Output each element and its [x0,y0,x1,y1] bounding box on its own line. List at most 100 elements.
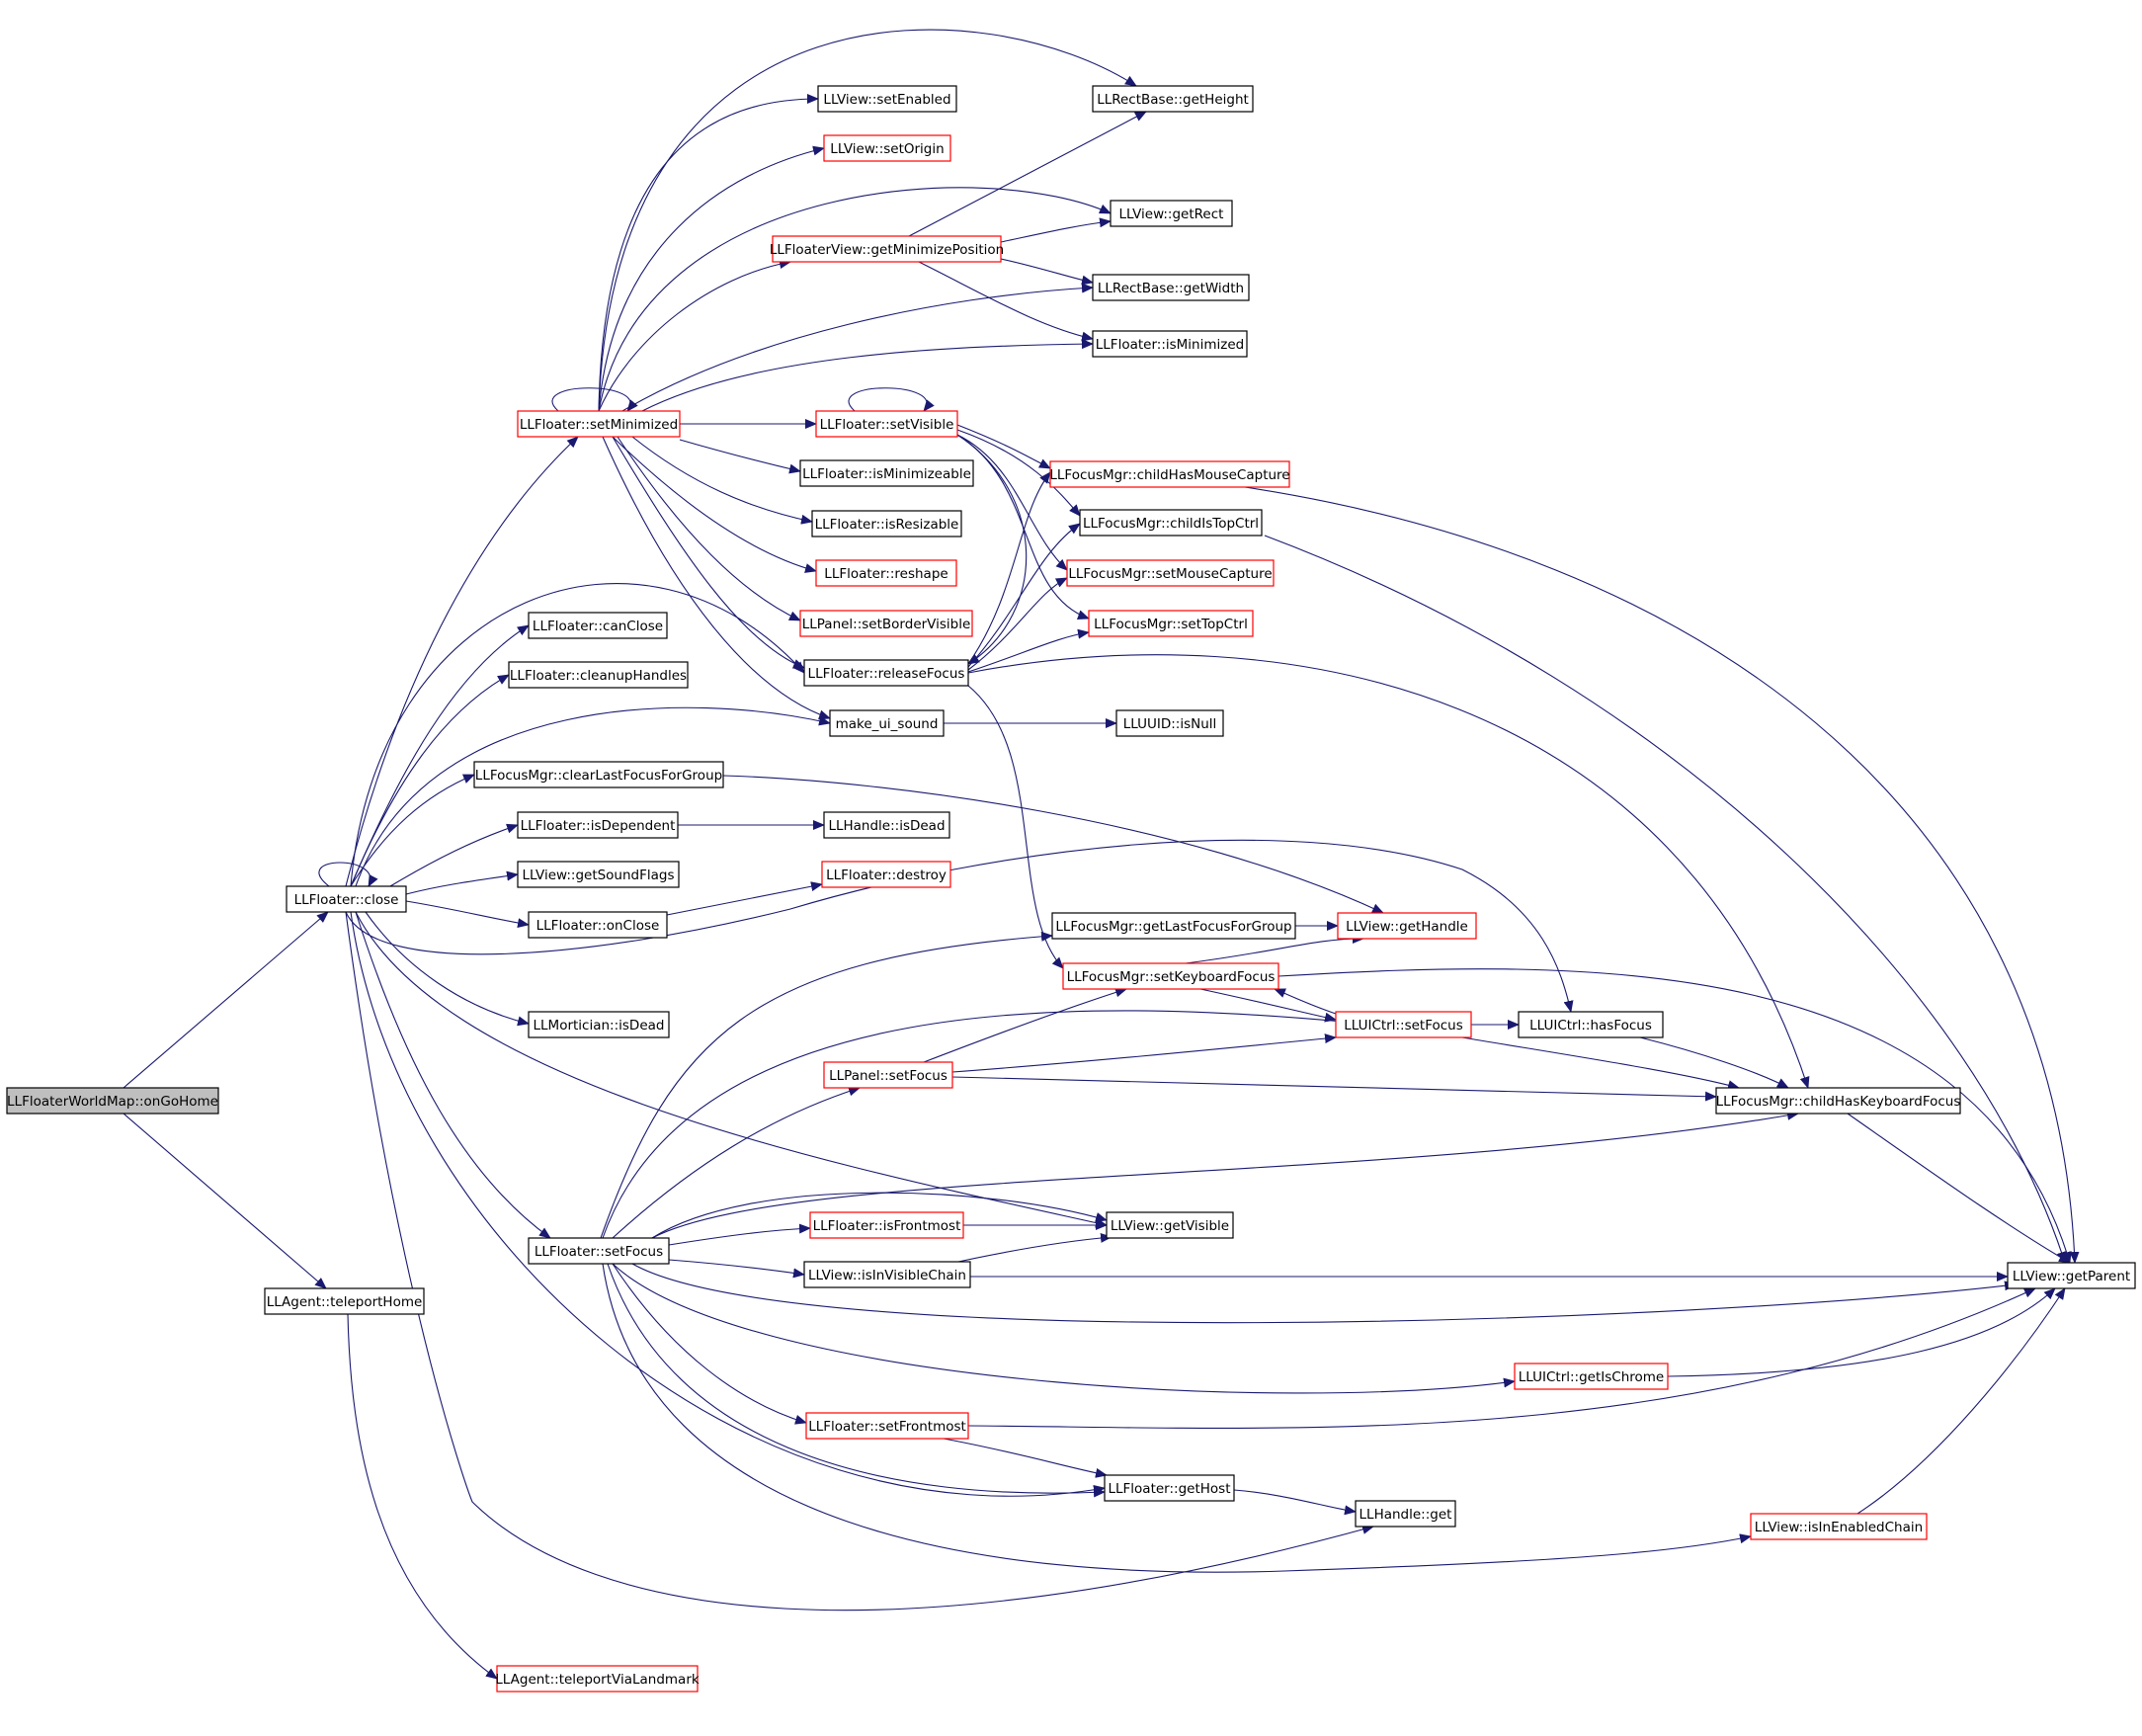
node-uiCtrlSetFocus[interactable]: LLUICtrl::setFocus [1335,1011,1472,1038]
edge-line [923,987,1127,1063]
node-teleportViaLandmark[interactable]: LLAgent::teleportViaLandmark [495,1665,700,1693]
node-makeUiSound[interactable]: make_ui_sound [829,709,945,737]
edge-floaterSetFocus-isInEnabledChain [602,1263,1752,1573]
edge-line [951,1033,1337,1073]
node-isMinimizeable[interactable]: LLFloater::isMinimizeable [799,459,974,487]
node-morticianIsDead[interactable]: LLMortician::isDead [528,1011,670,1038]
node-canClose[interactable]: LLFloater::canClose [528,612,668,639]
node-close[interactable]: LLFloater::close [286,885,407,913]
edge-childIsTopCtrl-getParent [1264,535,2067,1264]
edge-teleportHome-teleportViaLandmark [347,1313,498,1680]
edge-line [951,1076,1717,1102]
node-uuidIsNull[interactable]: LLUUID::isNull [1115,709,1224,737]
edge-line [956,434,1068,571]
edge-line [651,1192,1108,1239]
edge-line [1264,535,2067,1264]
edge-line [967,685,1064,969]
edge-line [350,774,475,887]
node-setBorderVisible[interactable]: LLPanel::setBorderVisible [799,610,973,637]
node-setMouseCapture[interactable]: LLFocusMgr::setMouseCapture [1066,559,1275,587]
node-box [528,612,668,639]
node-label: LLRectBase::getWidth [1098,281,1244,296]
node-onGoHome[interactable]: LLFloaterWorldMap::onGoHome [6,1087,219,1115]
node-setKeyboardFocus[interactable]: LLFocusMgr::setKeyboardFocus [1062,962,1279,990]
edge-line [598,259,791,412]
node-childHasMouseCapture[interactable]: LLFocusMgr::childHasMouseCapture [1049,460,1290,488]
node-setEnabled[interactable]: LLView::setEnabled [817,85,957,113]
node-destroy[interactable]: LLFloater::destroy [821,861,951,888]
node-getRect[interactable]: LLView::getRect [1110,200,1233,227]
node-setTopCtrl[interactable]: LLFocusMgr::setTopCtrl [1088,610,1254,637]
node-label: LLFocusMgr::childHasMouseCapture [1049,467,1289,483]
node-setMinimized[interactable]: LLFloater::setMinimized [517,410,681,438]
edge-line [1000,217,1112,243]
edge-line [967,523,1081,668]
edge-setFrontmost-getParent [967,1287,2036,1430]
node-getMinimizePosition[interactable]: LLFloaterView::getMinimizePosition [770,235,1004,263]
edge-releaseFocus-setMouseCapture [967,577,1068,671]
node-isInVisibleChain[interactable]: LLView::isInVisibleChain [803,1261,971,1288]
node-setOrigin[interactable]: LLView::setOrigin [823,134,951,162]
node-label: LLFloater::close [294,892,399,908]
node-getParent[interactable]: LLView::getParent [2007,1262,2136,1289]
node-isInEnabledChain[interactable]: LLView::isInEnabledChain [1750,1513,1928,1540]
edge-close-getHost [350,911,1106,1497]
node-panelSetFocus[interactable]: LLPanel::setFocus [823,1061,953,1089]
node-setVisible[interactable]: LLFloater::setVisible [815,410,958,438]
node-teleportHome[interactable]: LLAgent::teleportHome [264,1287,425,1315]
edge-panelSetFocus-uiCtrlSetFocus [951,1033,1337,1073]
node-cleanupHandles[interactable]: LLFloater::cleanupHandles [508,661,689,689]
node-reshape[interactable]: LLFloater::reshape [815,559,957,587]
node-handleGet[interactable]: LLHandle::get [1355,1500,1456,1528]
node-clearLastFocusForGroup[interactable]: LLFocusMgr::clearLastFocusForGroup [473,761,724,788]
node-isMinimized[interactable]: LLFloater::isMinimized [1092,330,1248,358]
node-label: LLView::isInEnabledChain [1755,1520,1923,1535]
node-setFrontmost[interactable]: LLFloater::setFrontmost [805,1412,969,1440]
node-isResizable[interactable]: LLFloater::isResizable [811,510,962,537]
node-label: LLUUID::isNull [1123,716,1217,732]
edge-line [1856,1287,2066,1515]
edge-line [389,823,519,887]
edge-line [612,1263,807,1425]
node-childIsTopCtrl[interactable]: LLFocusMgr::childIsTopCtrl [1079,509,1263,537]
edge-line [631,436,813,525]
edge-setVisible-setMouseCapture [956,434,1068,571]
edge-line [1847,1113,2071,1264]
node-handleIsDead[interactable]: LLHandle::isDead [823,811,950,839]
edge-getMinimizePosition-getHeight [908,111,1147,237]
node-box [1049,460,1290,488]
node-getLastFocusForGroup[interactable]: LLFocusMgr::getLastFocusForGroup [1051,912,1296,940]
edge-line [350,911,1106,1497]
node-getIsChrome[interactable]: LLUICtrl::getIsChrome [1514,1363,1669,1390]
node-floaterSetFocus[interactable]: LLFloater::setFocus [528,1237,670,1265]
node-getHandle[interactable]: LLView::getHandle [1337,912,1477,940]
edge-hasFocus-childHasKeyboardFocus [1639,1036,1789,1089]
edge-line [602,1010,1355,1239]
edge-close-releaseFocus [350,583,805,887]
node-label: LLFloater::getHost [1108,1481,1230,1497]
edge-setMinimized-setBorderVisible [617,436,801,621]
edge-setMinimized-isResizable [631,436,813,525]
node-isDependent[interactable]: LLFloater::isDependent [517,811,679,839]
node-label: LLPanel::setFocus [829,1068,947,1084]
node-childHasKeyboardFocus[interactable]: LLFocusMgr::childHasKeyboardFocus [1715,1087,1961,1115]
node-getSoundFlags[interactable]: LLView::getSoundFlags [517,861,680,888]
node-box [823,1061,953,1089]
edge-releaseFocus-setTopCtrl [967,628,1090,673]
node-label: LLHandle::isDead [828,818,945,834]
node-getWidth[interactable]: LLRectBase::getWidth [1092,274,1250,301]
node-label: LLHandle::get [1359,1507,1452,1523]
edge-onClose-destroy [666,881,823,916]
node-getVisible[interactable]: LLView::getVisible [1106,1211,1234,1239]
node-getHost[interactable]: LLFloater::getHost [1104,1474,1235,1502]
node-getHeight[interactable]: LLRectBase::getHeight [1092,85,1254,113]
node-releaseFocus[interactable]: LLFloater::releaseFocus [803,659,969,687]
edge-line [651,1110,1799,1239]
edge-line [1461,1036,1740,1090]
node-label: LLView::isInVisibleChain [808,1268,966,1283]
node-onClose[interactable]: LLFloater::onClose [528,911,668,939]
node-isFrontmost[interactable]: LLFloater::isFrontmost [809,1211,964,1239]
node-label: LLFloater::isFrontmost [813,1218,961,1234]
node-hasFocus[interactable]: LLUICtrl::hasFocus [1518,1011,1664,1038]
node-box [829,709,945,737]
